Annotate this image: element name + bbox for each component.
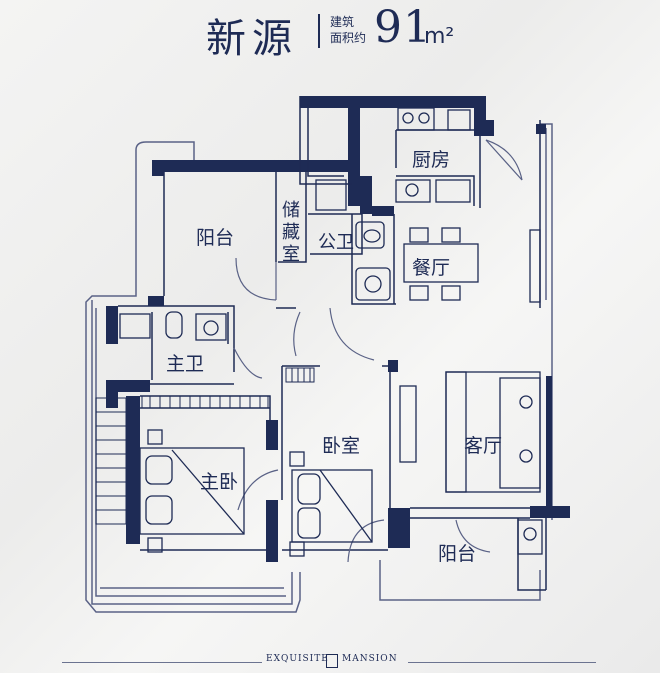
footer-line-right bbox=[408, 662, 596, 663]
room-label-dining: 餐厅 bbox=[412, 257, 450, 279]
area-label: 建筑 面积约 bbox=[330, 14, 370, 46]
floor-plan: 阳台 储 藏 室 公卫 厨房 餐厅 主卫 主卧 卧室 客厅 阳台 bbox=[85, 96, 570, 613]
footer-left-text: EXQUISITE bbox=[266, 654, 329, 664]
area-label-line1: 建筑 bbox=[330, 15, 355, 29]
bedroom-furniture bbox=[139, 429, 373, 557]
room-label-storage-line2: 藏 bbox=[282, 222, 300, 243]
room-label-public-bath: 公卫 bbox=[318, 232, 354, 253]
room-label-master-bedroom: 主卧 bbox=[200, 471, 238, 493]
footer: EXQUISITE MANSION bbox=[0, 650, 660, 673]
room-label-storage-line1: 储 bbox=[282, 200, 300, 221]
room-label-master-bath: 主卫 bbox=[166, 353, 204, 375]
living-furniture bbox=[399, 229, 541, 493]
footer-right-text: MANSION bbox=[342, 654, 398, 664]
outer-boundary bbox=[85, 123, 553, 613]
room-label-storage-line3: 室 bbox=[282, 244, 300, 265]
wardrobes bbox=[95, 367, 315, 525]
area-unit: m² bbox=[424, 24, 455, 49]
room-label-bedroom: 卧室 bbox=[322, 435, 360, 457]
area-value: 91 bbox=[374, 2, 432, 53]
logo-icon bbox=[326, 654, 338, 668]
room-label-living: 客厅 bbox=[464, 435, 502, 457]
walls bbox=[106, 96, 570, 562]
kitchen-fixtures bbox=[395, 107, 471, 203]
header: 新源 建筑 面积约 91 m² bbox=[0, 0, 660, 62]
footer-line-left bbox=[62, 662, 262, 663]
room-label-kitchen: 厨房 bbox=[412, 149, 450, 171]
room-label-balcony-bottom: 阳台 bbox=[438, 543, 476, 565]
dining-table bbox=[403, 227, 479, 301]
title-divider bbox=[318, 14, 320, 48]
bath-fixtures bbox=[119, 179, 543, 555]
area-label-line2: 面积约 bbox=[330, 31, 367, 45]
room-label-balcony-top: 阳台 bbox=[196, 227, 234, 249]
project-name: 新源 bbox=[206, 16, 298, 62]
door-swings bbox=[233, 139, 523, 563]
